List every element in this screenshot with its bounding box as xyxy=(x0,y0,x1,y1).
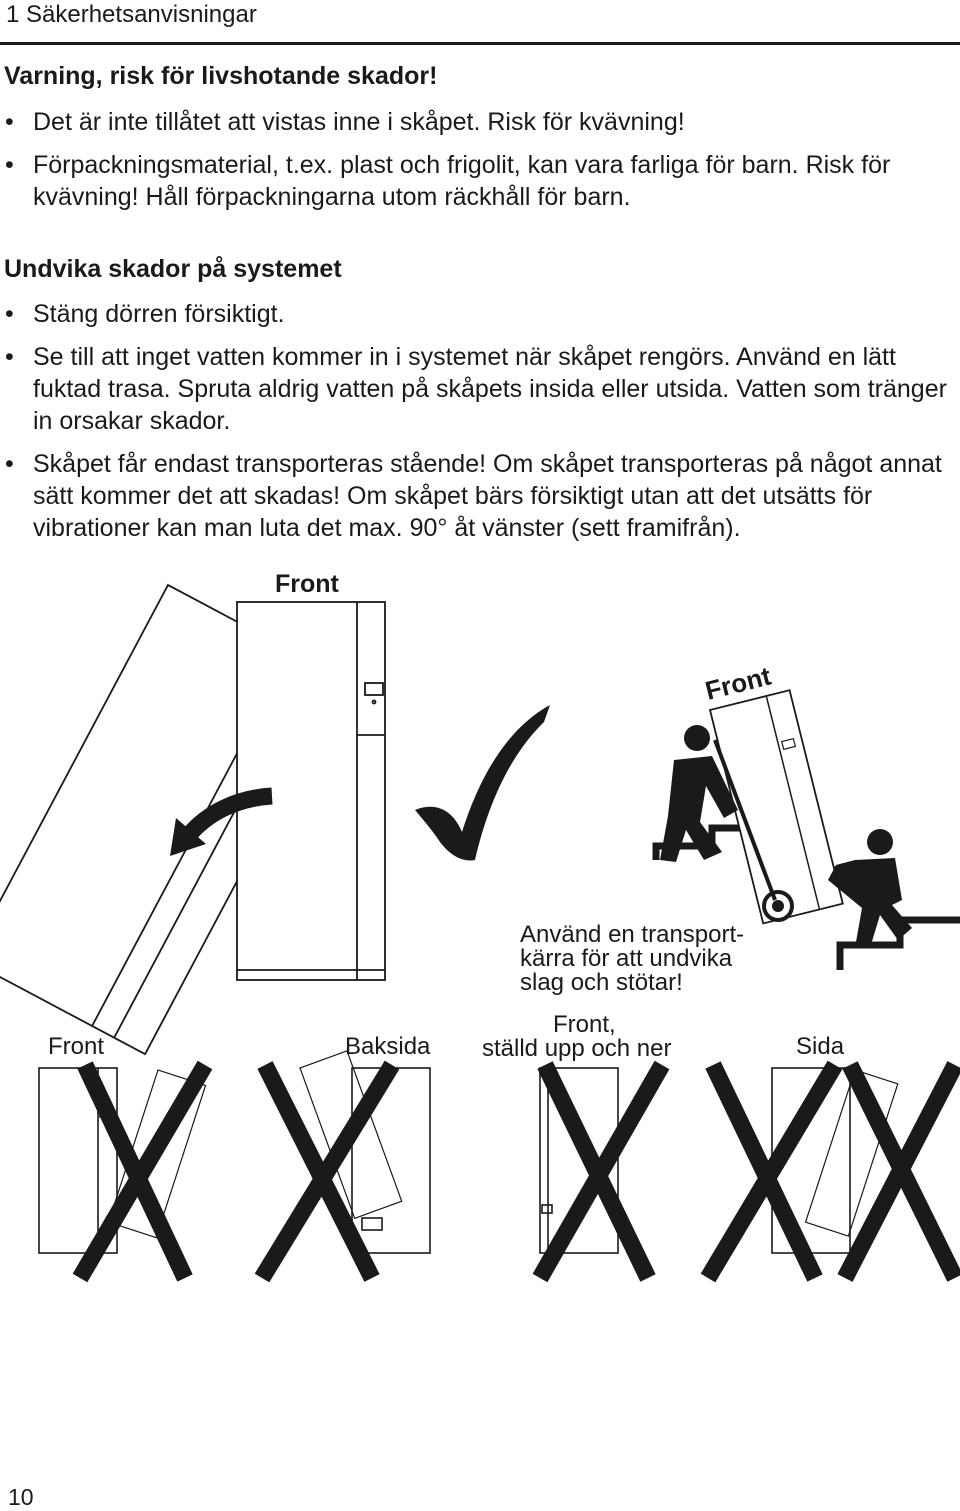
check-icon xyxy=(415,705,550,861)
front-label: Front xyxy=(275,570,340,598)
cross-icon xyxy=(72,1060,213,1283)
cart-caption: kärra för att undvika xyxy=(520,945,733,972)
list-item: Förpackningsmaterial, t.ex. plast och fr… xyxy=(0,149,950,213)
warning-heading: Varning, risk för livshotande skador! xyxy=(4,62,438,90)
cross-icon xyxy=(532,1060,670,1283)
wrong-back-cabinet xyxy=(299,1050,431,1254)
header-rule xyxy=(0,42,960,45)
cross-icon xyxy=(254,1060,400,1283)
list-item: Det är inte tillåtet att vistas inne i s… xyxy=(0,106,950,138)
person-icon xyxy=(828,829,912,948)
cart-cabinet xyxy=(708,689,844,925)
cart-caption: Använd en transport- xyxy=(520,921,744,948)
list-item: Stäng dörren försiktigt. xyxy=(0,298,950,330)
cross-icon xyxy=(700,1060,843,1283)
wrong-side-label: Sida xyxy=(796,1033,845,1060)
cross-icon xyxy=(837,1061,960,1282)
cart-wheel-icon xyxy=(762,890,794,922)
list-item: Se till att inget vatten kommer in i sys… xyxy=(0,341,950,437)
tilt-arrow xyxy=(170,787,273,856)
cart-caption: slag och stötar! xyxy=(520,969,683,996)
wrong-upside-down-label: Front, xyxy=(553,1011,616,1038)
damage-list: Stäng dörren försiktigt. Se till att ing… xyxy=(0,298,950,555)
transport-figure: Front Front Använd en transport- kärra f… xyxy=(0,570,960,1283)
chapter-header: 1 Säkerhetsanvisningar xyxy=(6,1,257,28)
warning-list: Det är inte tillåtet att vistas inne i s… xyxy=(0,106,950,224)
cart-handle xyxy=(713,739,777,901)
wrong-back-label: Baksida xyxy=(345,1033,431,1060)
page-number: 10 xyxy=(8,1484,34,1510)
list-item: Skåpet får endast transporteras stående!… xyxy=(0,448,950,544)
wrong-upside-down-label: ställd upp och ner xyxy=(482,1035,671,1062)
wrong-front-label: Front xyxy=(48,1033,104,1060)
person-icon xyxy=(660,725,738,862)
damage-heading: Undvika skador på systemet xyxy=(4,255,342,283)
